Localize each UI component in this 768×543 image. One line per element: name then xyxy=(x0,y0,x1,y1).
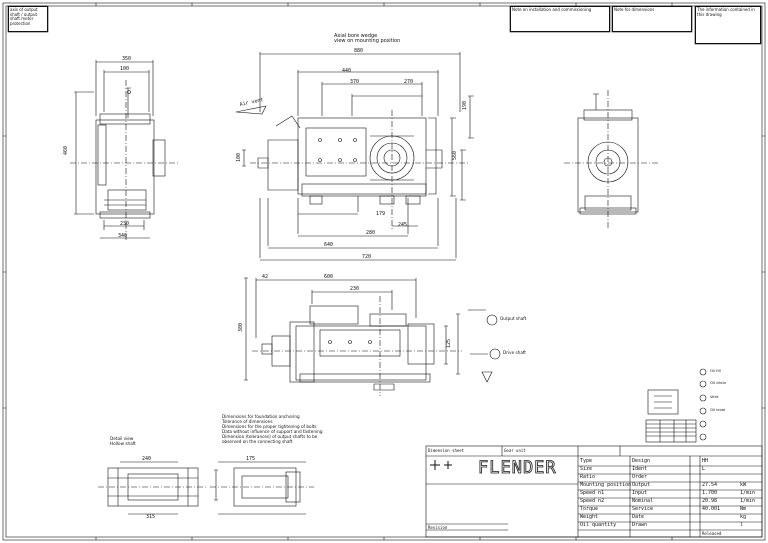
tb-label: Speed n2 xyxy=(580,498,605,504)
dim: 100 xyxy=(120,66,129,72)
dim: 230 xyxy=(120,221,129,227)
dim: 42 xyxy=(262,274,268,280)
title-header: Dimension sheet xyxy=(428,448,465,453)
legend-item: Drive shaft xyxy=(503,350,526,355)
tb-sublabel: Drawn xyxy=(632,522,648,528)
legend-symbols xyxy=(481,314,707,441)
dim: 380 xyxy=(238,323,244,332)
legend-item: Oil level xyxy=(710,407,726,412)
tb-unit: l xyxy=(740,522,744,528)
legend-item: Oil fill xyxy=(710,368,721,373)
dim: 880 xyxy=(354,48,363,54)
tb-sublabel: Order xyxy=(632,474,648,480)
note-box-3: Note for dimensions xyxy=(612,6,692,32)
tb-unit: 1/min xyxy=(740,498,756,504)
tb-label: Torque xyxy=(580,506,599,512)
center-note: Axial bore wedge view on mounting positi… xyxy=(334,33,401,44)
tb-label: Mounting position xyxy=(580,482,632,488)
dim: 315 xyxy=(146,514,155,520)
tb-unit: Nm xyxy=(740,506,747,512)
tb-value: HH xyxy=(702,458,709,464)
title-header: Gear unit xyxy=(504,448,526,453)
dim: 179 xyxy=(376,211,385,217)
tb-label: Ratio xyxy=(580,474,596,480)
dim: 720 xyxy=(362,254,371,260)
section-detail-left xyxy=(107,461,199,515)
title-block-frame xyxy=(425,445,763,538)
left-caption: Detail view Hollow shaft xyxy=(110,436,136,446)
note-box-1: axis of output shaft / output shaft moto… xyxy=(8,6,48,32)
tb-value: 27.54 xyxy=(702,482,718,488)
dim: 100 xyxy=(236,153,242,162)
dim: 175 xyxy=(246,456,255,462)
tb-unit: kg xyxy=(740,514,747,520)
dim: 280 xyxy=(366,230,375,236)
dim: 460 xyxy=(63,146,69,155)
legend-item: Vent xyxy=(710,394,719,399)
tb-label: Speed n1 xyxy=(580,490,605,496)
tb-sublabel: Date xyxy=(632,514,645,520)
dim: 270 xyxy=(404,79,413,85)
flender-logo: FLENDER xyxy=(478,458,557,479)
note-box-2: Note on installation and commissioning xyxy=(510,6,610,32)
dim: 370 xyxy=(350,79,359,85)
dim: 600 xyxy=(324,274,333,280)
dim: 640 xyxy=(324,242,333,248)
tb-sublabel: Input xyxy=(632,490,648,496)
dim: 230 xyxy=(350,286,359,292)
tb-value: 40.001 xyxy=(702,506,721,512)
dim: 245 xyxy=(398,222,407,228)
tb-value: L xyxy=(702,466,706,472)
tb-value: 1.700 xyxy=(702,490,718,496)
tb-label: Size xyxy=(580,466,593,472)
logo-symbol xyxy=(430,460,452,470)
dim: 350 xyxy=(122,56,131,62)
data-table xyxy=(645,389,697,443)
note-box-4: The information contained in this drawin… xyxy=(695,6,761,44)
tb-value: 20.98 xyxy=(702,498,718,504)
dim: 340 xyxy=(118,233,127,239)
released-label: Released xyxy=(702,531,722,536)
legend-item: Output shaft xyxy=(500,316,527,321)
tb-sublabel: Nominal xyxy=(632,498,654,504)
tb-sublabel: Design xyxy=(632,458,651,464)
bottom-note: Dimensions for foundation anchoring Tole… xyxy=(222,414,323,444)
dim: 560 xyxy=(452,151,458,160)
air-vent-label: Air vent xyxy=(239,97,264,108)
tb-label: Type xyxy=(580,458,593,464)
tb-sublabel: Service xyxy=(632,506,654,512)
left-side-view xyxy=(74,60,166,239)
section-detail-right xyxy=(214,461,306,515)
dim: 440 xyxy=(342,68,351,74)
center-front-view xyxy=(235,52,474,261)
legend-item: Oil drain xyxy=(710,380,727,385)
tb-label: Oil quantity xyxy=(580,522,617,528)
dim: 125 xyxy=(446,339,452,348)
tb-label: Weight xyxy=(580,514,599,520)
dim: 240 xyxy=(142,456,151,462)
tb-sublabel: Output xyxy=(632,482,651,488)
top-plan-view xyxy=(244,277,488,391)
tb-unit: kW xyxy=(740,482,747,488)
revision-label: Revision xyxy=(428,525,448,530)
dim: 190 xyxy=(462,101,468,110)
tb-unit: 1/min xyxy=(740,490,756,496)
tb-sublabel: Ident xyxy=(632,466,648,472)
